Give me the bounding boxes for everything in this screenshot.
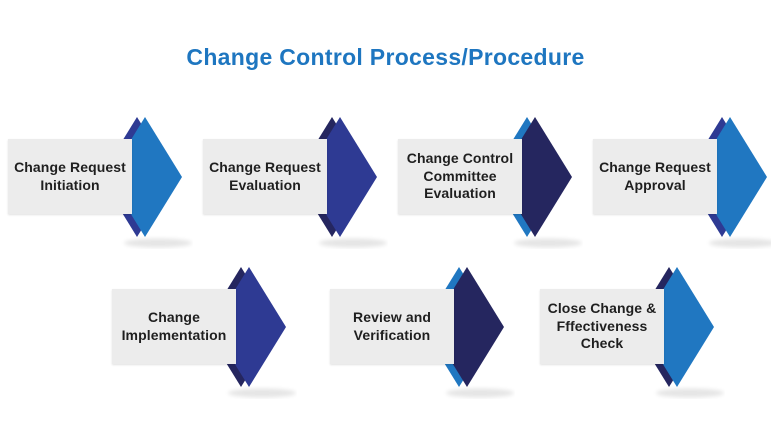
step-label-box: Change Request Initiation — [8, 139, 132, 214]
step-label: Change Control Committee Evaluation — [406, 150, 514, 202]
process-step: Change Implementation — [112, 265, 297, 399]
step-label: Change Implementation — [121, 309, 227, 343]
arrow-shadow — [319, 238, 387, 248]
arrow-shadow — [228, 388, 296, 398]
step-label-box: Change Request Approval — [593, 139, 717, 214]
step-label-box: Change Request Evaluation — [203, 139, 327, 214]
step-label-box: Change Implementation — [112, 289, 236, 364]
step-label-box: Change Control Committee Evaluation — [398, 139, 522, 214]
diagram-title: Change Control Process/Procedure — [186, 44, 585, 70]
process-step: Review and Verification — [330, 265, 515, 399]
arrow-shadow — [514, 238, 582, 248]
step-label-box: Close Change & Fffectiveness Check — [540, 289, 664, 364]
process-step: Change Request Evaluation — [203, 115, 388, 249]
step-label: Close Change & Fffectiveness Check — [547, 300, 657, 352]
process-step: Change Request Initiation — [8, 115, 193, 249]
arrow-shadow — [124, 238, 192, 248]
step-label-box: Review and Verification — [330, 289, 454, 364]
step-label: Review and Verification — [352, 309, 432, 343]
process-step: Close Change & Fffectiveness Check — [540, 265, 725, 399]
process-step: Change Control Committee Evaluation — [398, 115, 583, 249]
arrow-shadow — [709, 238, 771, 248]
arrow-shadow — [446, 388, 514, 398]
step-label: Change Request Approval — [599, 159, 711, 193]
step-label: Change Request Initiation — [14, 159, 126, 193]
arrow-shadow — [656, 388, 724, 398]
process-step: Change Request Approval — [593, 115, 771, 249]
step-label: Change Request Evaluation — [209, 159, 321, 193]
